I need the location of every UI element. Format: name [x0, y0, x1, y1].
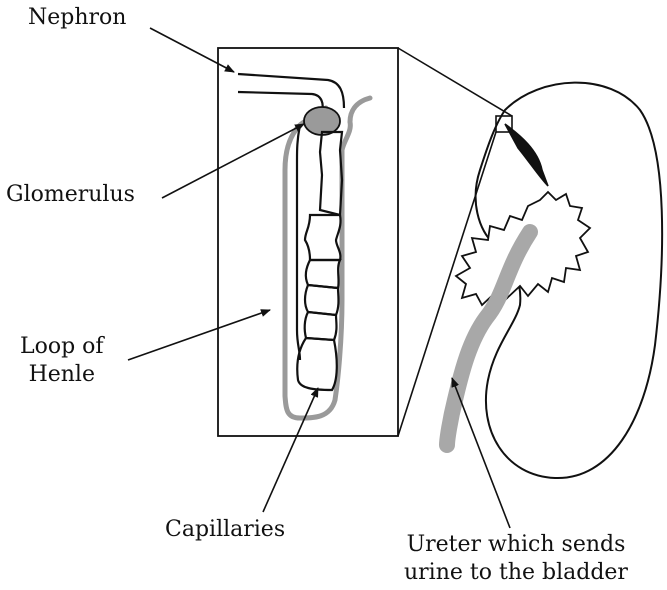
kidney — [447, 83, 662, 478]
zoom-line-top — [398, 48, 512, 116]
capillaries-label: Capillaries — [165, 516, 285, 544]
loop-of-henle-label-line2: Henle — [20, 361, 104, 389]
ureter-label-line2: urine to the bladder — [404, 559, 628, 587]
nephron-label: Nephron — [28, 4, 126, 32]
glomerulus-label: Glomerulus — [6, 181, 135, 209]
inset-box — [218, 48, 398, 436]
glomerulus — [304, 107, 340, 135]
ureter-label: Ureter which sends urine to the bladder — [404, 531, 628, 586]
ureter-label-line1: Ureter which sends — [404, 531, 628, 559]
loop-of-henle-label: Loop of Henle — [20, 333, 104, 388]
ureter-arrow — [452, 378, 510, 528]
loop-of-henle-label-line1: Loop of — [20, 333, 104, 361]
nephron-marker — [505, 124, 548, 186]
